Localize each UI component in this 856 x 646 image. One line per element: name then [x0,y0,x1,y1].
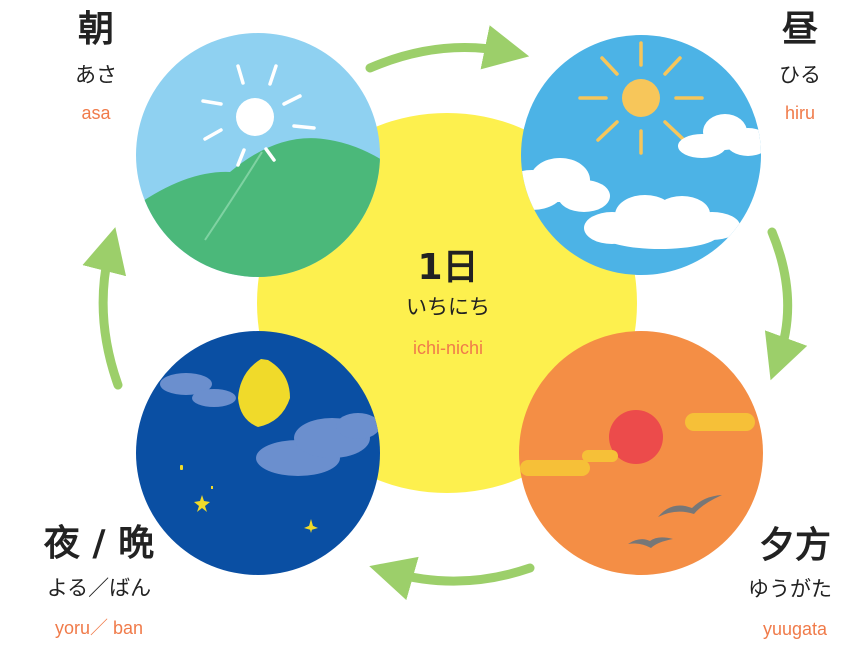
morning-sun-icon [201,64,316,167]
morning-kana: あさ [75,63,117,87]
morning-hill [136,138,380,277]
night-clouds [160,373,380,476]
noon-kana: ひる [779,63,821,87]
cycle-arrows [82,25,808,601]
arrow-morning-to-noon [365,25,530,73]
night-kanji: 夜 / 晩 [43,523,155,564]
evening-kanji: 夕方 [758,525,831,566]
evening-sun-icon [609,410,663,464]
bird-icon [628,495,722,548]
star-icon [180,465,318,533]
noon-clouds [521,114,761,249]
night-scene [136,331,380,575]
evening-romaji: yuugata [762,619,828,639]
morning-romaji: asa [81,103,111,123]
night-kana: よる／ばん [46,576,152,600]
moon-icon [238,359,290,427]
noon-scene [521,35,761,275]
morning-kanji: 朝 [77,9,114,50]
arrow-evening-to-night [369,556,535,601]
center-romaji: ichi-nichi [412,338,484,358]
noon-sun-icon [578,41,704,155]
evening-scene [519,331,763,575]
arrow-night-to-morning [82,227,127,390]
evening-clouds [520,413,755,476]
evening-kana: ゆうがた [748,577,832,601]
night-romaji: yoru／ ban [54,618,144,638]
center-kanji: 1日 [417,247,479,288]
arrow-noon-to-evening [764,227,808,381]
morning-scene [136,33,380,277]
noon-romaji: hiru [784,103,815,123]
center-kana: いちにち [406,295,490,319]
noon-kanji: 昼 [781,9,818,50]
